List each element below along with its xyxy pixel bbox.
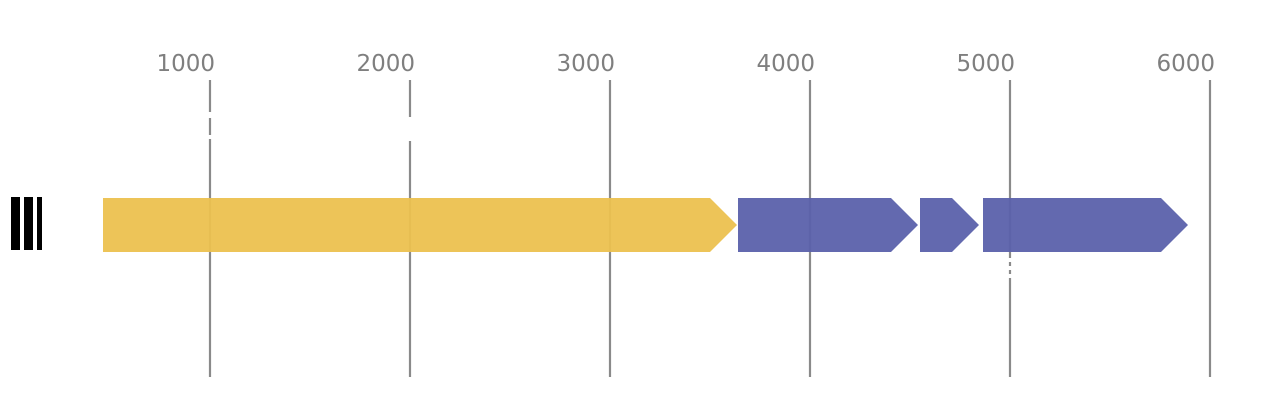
axis-tick-label: 6000 [1156, 51, 1215, 77]
gridline-gap [407, 117, 413, 141]
axis-tick-label: 2000 [356, 51, 415, 77]
feature-2-arrow[interactable] [738, 198, 918, 252]
feature-1-arrow[interactable] [103, 198, 737, 252]
gridline-gap [1007, 274, 1013, 278]
feature-3-arrow[interactable] [920, 198, 979, 252]
gridline-gap [207, 135, 213, 139]
axis-tick-labels: 1000 2000 3000 4000 5000 6000 [156, 51, 1215, 77]
axis-tick-label: 5000 [956, 51, 1015, 77]
gridline-gap [1007, 258, 1013, 262]
barcode-icon-bar [24, 197, 33, 250]
gene-features [103, 198, 1188, 252]
barcode-icon [8, 195, 45, 252]
barcode-icon-bar [11, 197, 20, 250]
axis-tick-label: 1000 [156, 51, 215, 77]
gridline-gap [207, 112, 213, 118]
axis-tick-label: 4000 [756, 51, 815, 77]
barcode-icon-bar [37, 197, 42, 250]
gridline-gaps [207, 112, 1013, 278]
gridline-gap [1007, 266, 1013, 270]
axis-tick-label: 3000 [556, 51, 615, 77]
feature-4-arrow[interactable] [983, 198, 1188, 252]
